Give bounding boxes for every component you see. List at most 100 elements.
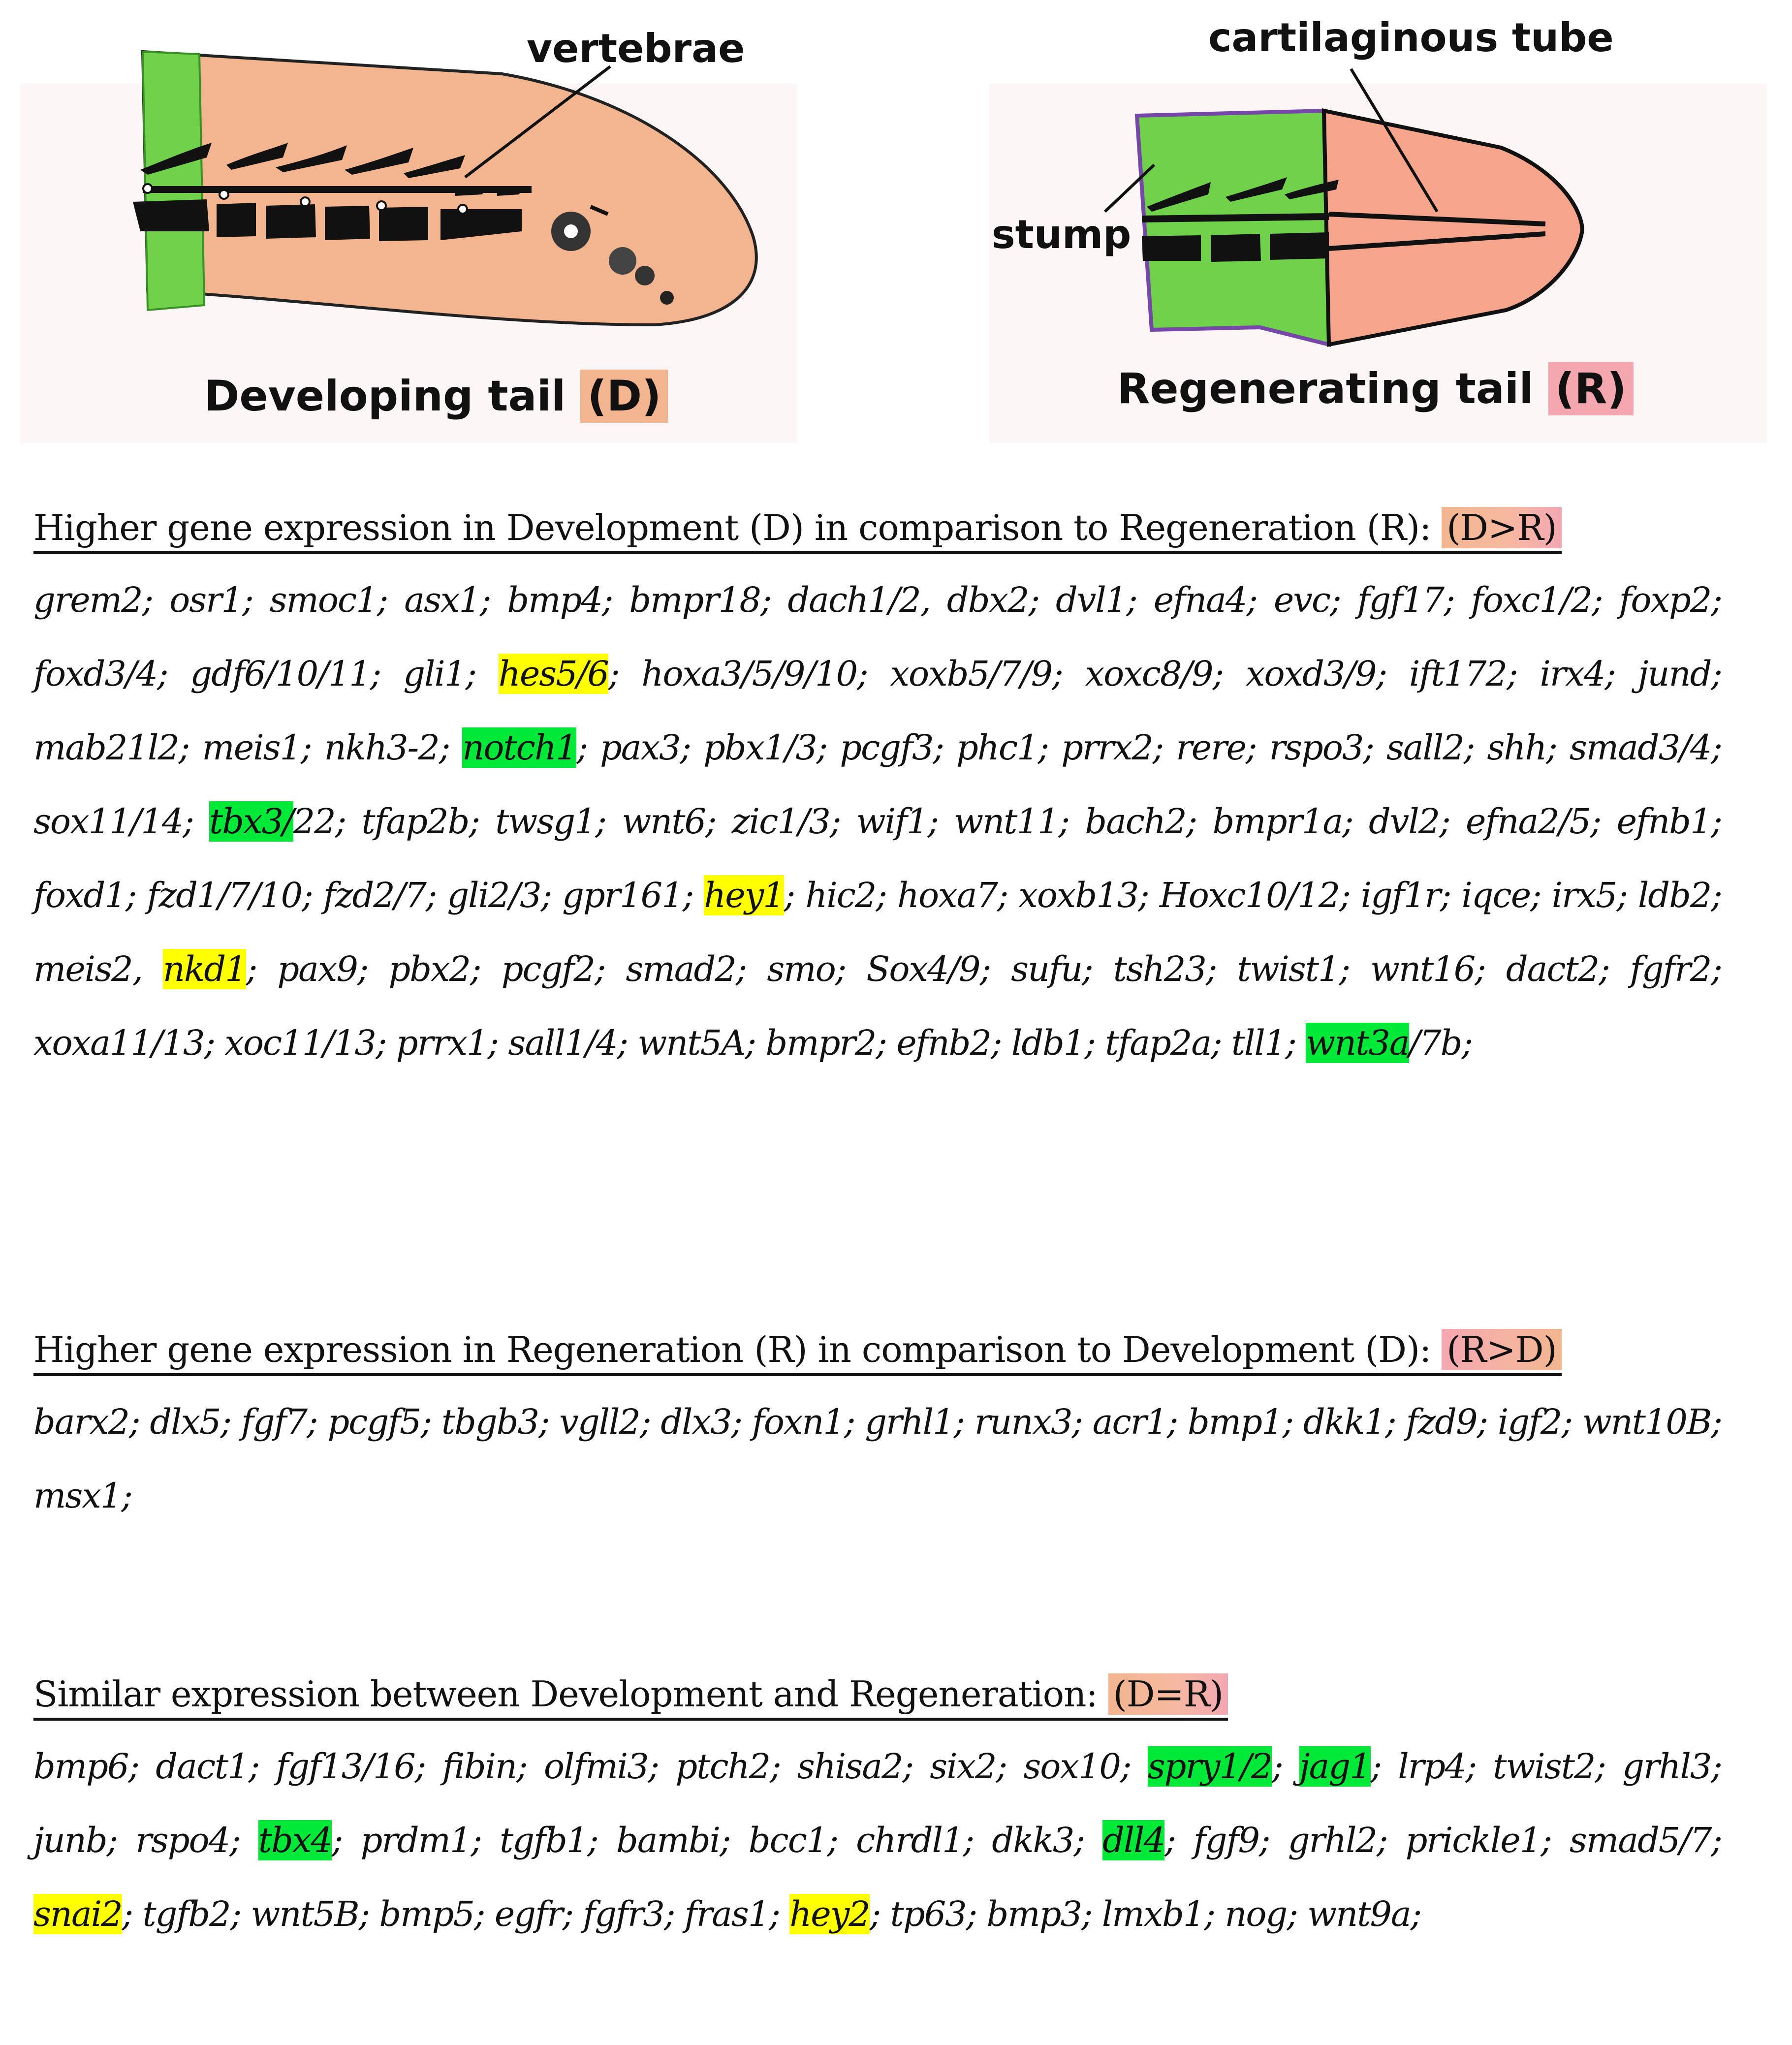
gene-item: dkk3; xyxy=(992,1820,1103,1860)
gene-item: grhl2; xyxy=(1288,1820,1406,1860)
gene-item: egfr; xyxy=(494,1894,583,1934)
gene-item: pcgf5; xyxy=(327,1402,441,1442)
gene-item: igf2; xyxy=(1497,1402,1582,1442)
gene-item: fzd1/7/10; xyxy=(147,875,323,915)
gene-item: grhl1; xyxy=(865,1402,975,1442)
gene-item: foxd1; xyxy=(33,875,147,915)
developing-tag: (D) xyxy=(580,370,668,423)
highlighted-gene: notch1 xyxy=(462,727,577,768)
gene-item: fzd9; xyxy=(1406,1402,1498,1442)
highlighted-gene: tbx4 xyxy=(258,1820,333,1860)
gene-item: ldb2; xyxy=(1637,875,1723,915)
gene-item: sufu; xyxy=(1011,949,1113,989)
gene-item: foxc1/2; xyxy=(1471,580,1619,620)
label-stump: stump xyxy=(992,212,1132,257)
gene-item: wnt5A; xyxy=(637,1023,766,1063)
gene-item: bcc1; xyxy=(748,1820,856,1860)
gene-item: pbx2; xyxy=(388,949,502,989)
gene-item: meis2, xyxy=(33,949,163,989)
gene-item: smo; xyxy=(767,949,867,989)
gene-item: shisa2; xyxy=(797,1746,930,1787)
highlighted-gene: wnt3a xyxy=(1306,1023,1410,1063)
section-heading-text: Higher gene expression in Development (D… xyxy=(33,507,1442,548)
gene-item: fgfr2; xyxy=(1630,949,1723,989)
gene-item: bmp1; xyxy=(1188,1402,1303,1442)
gene-item: irx4; xyxy=(1540,654,1638,694)
tail-figure: vertebrae cartilaginous tube stump Devel… xyxy=(0,0,1792,443)
gene-item: acr1; xyxy=(1092,1402,1188,1442)
gene-item: pbx1/3; xyxy=(703,727,840,768)
gene-item: fgfr3; xyxy=(583,1894,685,1934)
gene-item: 22; xyxy=(293,801,362,842)
section-r-greater-d: Higher gene expression in Regeneration (… xyxy=(33,1329,1723,1533)
developing-green-base xyxy=(141,50,206,312)
gene-item: bach2; xyxy=(1085,801,1213,842)
gene-item: runx3; xyxy=(974,1402,1093,1442)
gene-item: efnb1; xyxy=(1616,801,1723,842)
gene-item: bmp3; xyxy=(986,1894,1102,1934)
gene-item: bmpr1a; xyxy=(1212,801,1369,842)
gene-item: fzd2/7; xyxy=(323,875,447,915)
gene-item: chrdl1; xyxy=(856,1820,992,1860)
tail-diagram-svg xyxy=(20,50,1767,443)
section-d-greater-r: Higher gene expression in Development (D… xyxy=(33,507,1723,1080)
gene-item: dlx5; xyxy=(150,1402,241,1442)
gene-item: ; xyxy=(1370,1746,1398,1787)
label-vertebrae: vertebrae xyxy=(527,26,745,71)
gene-item: irx5; xyxy=(1551,875,1638,915)
section-heading: Similar expression between Development a… xyxy=(33,1673,1228,1721)
gene-item: fgf13/16; xyxy=(276,1746,442,1787)
gene-item: wnt16; xyxy=(1370,949,1506,989)
gene-item: pax9; xyxy=(277,949,389,989)
gene-item: bambi; xyxy=(616,1820,749,1860)
gene-item: pax3; xyxy=(599,727,703,768)
gene-item: evc; xyxy=(1273,580,1357,620)
gene-item: hoxa3/5/9/10; xyxy=(641,654,890,694)
gene-item: fibin; xyxy=(442,1746,544,1787)
highlighted-gene: tbx3/ xyxy=(209,801,294,842)
gene-item: Hoxc10/12; xyxy=(1159,875,1361,915)
developing-title-text: Developing tail xyxy=(204,372,566,421)
highlighted-gene: spry1/2 xyxy=(1147,1746,1273,1787)
gene-list: grem2; osr1; smoc1; asx1; bmp4; bmpr18; … xyxy=(33,563,1723,1080)
gene-item: ptch2; xyxy=(675,1746,797,1787)
gene-item: efnb2; xyxy=(896,1023,1011,1063)
gene-item: phc1; xyxy=(956,727,1062,768)
gene-item: gli1; xyxy=(403,654,499,694)
gene-item: tp63; xyxy=(890,1894,987,1934)
gene-item: grhl3; xyxy=(1622,1746,1723,1787)
gene-item: xoc11/13; xyxy=(224,1023,396,1063)
gene-item: /7b; xyxy=(1409,1023,1474,1063)
developing-tail-title: Developing tail (D) xyxy=(204,370,668,423)
regenerating-tag: (R) xyxy=(1548,362,1634,415)
gene-item: zic1/3; xyxy=(731,801,856,842)
gene-item: junb; xyxy=(33,1820,136,1860)
section-badge: (D>R) xyxy=(1442,507,1562,548)
highlighted-gene: snai2 xyxy=(33,1894,123,1934)
gene-item: meis1; xyxy=(202,727,324,768)
gene-item: gpr161; xyxy=(562,875,704,915)
gene-item: xoxb5/7/9; xyxy=(890,654,1085,694)
gene-item: ; xyxy=(1272,1746,1299,1787)
gene-item: smad3/4; xyxy=(1569,727,1723,768)
gene-item: dbx2; xyxy=(946,580,1056,620)
section-heading-text: Higher gene expression in Regeneration (… xyxy=(33,1329,1442,1370)
gene-item: Sox4/9; xyxy=(866,949,1011,989)
gene-item: smad5/7; xyxy=(1569,1820,1723,1860)
gene-item: rere; xyxy=(1176,727,1269,768)
developing-vertebrae xyxy=(133,199,522,241)
gene-item: bmpr2; xyxy=(765,1023,897,1063)
gene-item: efna2/5; xyxy=(1466,801,1617,842)
gene-item: iqce; xyxy=(1461,875,1552,915)
gene-item: gli2/3; xyxy=(447,875,563,915)
vertebrae-pointer xyxy=(464,65,611,179)
gene-item: wnt6; xyxy=(622,801,732,842)
gene-item: pcgf2; xyxy=(501,949,626,989)
gene-item: dvl1; xyxy=(1056,580,1154,620)
gene-item: dach1/2, xyxy=(787,580,947,620)
gene-item: rspo4; xyxy=(135,1820,258,1860)
gene-item: twist1; xyxy=(1237,949,1371,989)
gene-item: ; xyxy=(576,727,600,768)
highlighted-gene: hey2 xyxy=(789,1894,871,1934)
gene-item: olfmi3; xyxy=(543,1746,676,1787)
